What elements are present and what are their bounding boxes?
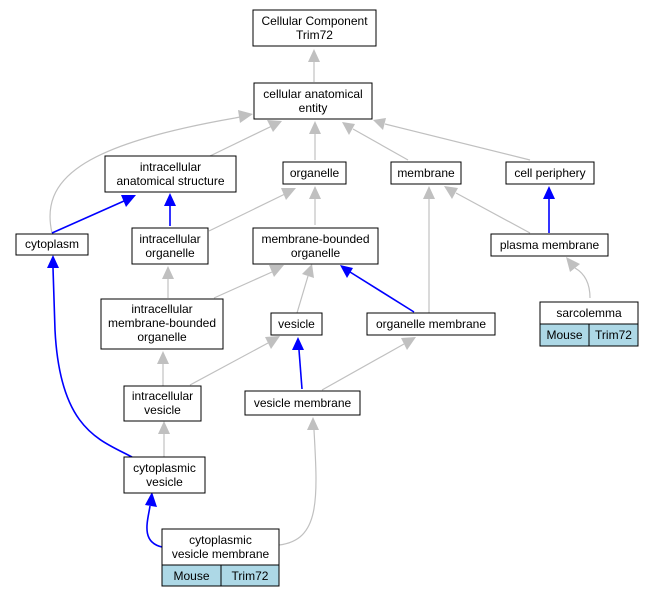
node-organelle[interactable]: organelle bbox=[282, 161, 347, 185]
node-label-line2: organelle bbox=[291, 246, 341, 260]
arrow-organelle-from-intracellorg bbox=[281, 188, 296, 200]
edge-sarcolemma-to-plasmamembrane bbox=[574, 267, 591, 299]
annotation-gene: Trim72 bbox=[232, 569, 269, 583]
edge-cytoplasm-to-cae bbox=[49, 116, 241, 234]
node-label-line1: cellular anatomical bbox=[263, 87, 362, 101]
node-intracellular-organelle[interactable]: intracellular organelle bbox=[131, 227, 209, 265]
annotation-cell-gene bbox=[588, 323, 639, 347]
edge-cytoplasm-to-ias[interactable] bbox=[51, 200, 125, 234]
edges bbox=[47, 49, 591, 548]
node-label: plasma membrane bbox=[500, 238, 600, 252]
node-label: membrane bbox=[397, 166, 455, 180]
node-label-line1: intracellular bbox=[140, 160, 201, 174]
arrow-cae-from-membrane bbox=[342, 122, 355, 135]
node-label: sarcolemma bbox=[556, 306, 622, 320]
node-vesicle[interactable]: vesicle bbox=[270, 312, 323, 336]
node-intracellular-anatomical-structure[interactable]: intracellular anatomical structure bbox=[104, 155, 237, 193]
annotation-organism: Mouse bbox=[546, 328, 582, 342]
node-label: cytoplasm bbox=[25, 237, 79, 251]
node-membrane-bounded-organelle[interactable]: membrane-bounded organelle bbox=[252, 227, 379, 265]
edge-cvm-to-vesiclemembrane bbox=[278, 429, 317, 546]
edge-orgmembrane-to-mbo[interactable] bbox=[349, 271, 415, 313]
arrow-mbo-from-orgmembrane bbox=[340, 265, 353, 278]
arrow-imbo-from-intravesicle bbox=[157, 351, 169, 364]
node-label: organelle membrane bbox=[376, 317, 486, 331]
node-label-line2: vesicle membrane bbox=[172, 547, 270, 561]
node-cellular-anatomical-entity[interactable]: cellular anatomical entity bbox=[253, 82, 373, 120]
node-label-line2: anatomical structure bbox=[116, 174, 224, 188]
arrow-cytovesicle-from-cvm bbox=[145, 492, 157, 507]
edge-intracellorg-to-organelle bbox=[208, 193, 286, 232]
edge-ias-to-cae bbox=[209, 125, 273, 157]
node-label: cell periphery bbox=[514, 166, 585, 180]
arrow-orgmembrane-from-vesiclemembrane bbox=[401, 337, 416, 350]
node-label-line2: vesicle bbox=[144, 403, 181, 417]
arrow-membrane-from-plasmamembrane bbox=[444, 186, 458, 199]
edge-membrane-to-cae bbox=[352, 128, 409, 161]
node-label-line1: membrane-bounded bbox=[261, 232, 369, 246]
node-cell-periphery[interactable]: cell periphery bbox=[505, 161, 595, 185]
arrow-cellperiphery-from-plasmamembrane bbox=[543, 186, 555, 199]
node-intracellular-membrane-bounded-organelle[interactable]: intracellular membrane-bounded organelle bbox=[100, 298, 224, 350]
node-label-line2: entity bbox=[299, 101, 328, 115]
annotation-organism: Mouse bbox=[173, 569, 209, 583]
arrow-mbo-from-imbo bbox=[269, 265, 284, 277]
node-vesicle-membrane[interactable]: vesicle membrane bbox=[244, 390, 361, 416]
node-label-line2: membrane-bounded bbox=[108, 316, 216, 330]
edge-cvm-to-cytovesicle[interactable] bbox=[146, 505, 163, 548]
edge-vesiclemembrane-to-orgmembrane bbox=[321, 343, 405, 391]
node-label: vesicle bbox=[278, 317, 315, 331]
node-label-line1: intracellular bbox=[131, 302, 192, 316]
edge-plasmamembrane-to-membrane bbox=[455, 192, 531, 234]
edge-cytovesicle-to-cytoplasm[interactable] bbox=[52, 267, 133, 458]
arrow-intravesicle-from-cytovesicle bbox=[158, 421, 170, 434]
arrow-ias-from-cytoplasm bbox=[121, 195, 136, 207]
node-label-line1: Cellular Component bbox=[261, 14, 368, 28]
node-label-line1: intracellular bbox=[132, 389, 193, 403]
node-cytoplasmic-vesicle[interactable]: cytoplasmic vesicle bbox=[123, 456, 206, 494]
node-plasma-membrane[interactable]: plasma membrane bbox=[490, 233, 609, 257]
annotation-gene: Trim72 bbox=[595, 328, 632, 342]
node-label: vesicle membrane bbox=[254, 396, 352, 410]
edge-cellperiphery-to-cae bbox=[384, 123, 531, 161]
node-label-line2: Trim72 bbox=[296, 28, 333, 42]
node-cytoplasmic-vesicle-membrane[interactable]: cytoplasmic vesicle membrane Mouse Trim7… bbox=[161, 528, 280, 587]
node-cytoplasm[interactable]: cytoplasm bbox=[15, 233, 89, 256]
node-label-line1: cytoplasmic bbox=[133, 461, 196, 475]
node-membrane[interactable]: membrane bbox=[390, 161, 462, 185]
node-sarcolemma[interactable]: sarcolemma Mouse Trim72 bbox=[539, 301, 639, 347]
arrow-ias-from-intracellorg bbox=[164, 193, 176, 206]
arrow-intracellorg-from-imbo bbox=[162, 266, 174, 279]
arrow-cae-from-cytoplasm bbox=[238, 110, 253, 123]
node-label: organelle bbox=[290, 166, 340, 180]
arrow-cae-from-organelle bbox=[309, 121, 321, 134]
node-label-line2: organelle bbox=[145, 246, 195, 260]
arrow-mbo-from-vesicle bbox=[302, 264, 314, 278]
arrow-plasmamembrane-from-sarcolemma bbox=[566, 257, 580, 272]
arrow-cae-from-cellperiphery bbox=[373, 118, 386, 130]
edge-vesicle-to-mbo bbox=[296, 275, 309, 314]
arrow-vesicle-from-vesiclemembrane bbox=[292, 337, 304, 350]
arrow-vesicle-from-intravesicle bbox=[265, 336, 280, 349]
edge-imbo-to-mbo bbox=[213, 271, 273, 299]
arrow-root bbox=[308, 49, 320, 62]
node-label-line1: intracellular bbox=[139, 232, 200, 246]
node-label-line1: cytoplasmic bbox=[189, 533, 252, 547]
node-label-line2: vesicle bbox=[146, 475, 183, 489]
arrow-membrane-from-orgmembrane bbox=[423, 186, 435, 199]
node-organelle-membrane[interactable]: organelle membrane bbox=[366, 312, 496, 336]
edge-vesiclemembrane-to-vesicle[interactable] bbox=[298, 349, 303, 390]
node-label-line3: organelle bbox=[137, 330, 187, 344]
arrow-cae-from-ias bbox=[267, 120, 282, 132]
arrow-organelle-from-mbo bbox=[309, 186, 321, 199]
edge-intravesicle-to-vesicle bbox=[189, 342, 269, 386]
annotation-cell-gene bbox=[220, 564, 280, 587]
node-cellular-component[interactable]: Cellular Component Trim72 bbox=[252, 9, 377, 47]
arrow-cytoplasm-from-cytovesicle bbox=[47, 255, 59, 268]
node-intracellular-vesicle[interactable]: intracellular vesicle bbox=[123, 385, 202, 422]
arrow-vesiclemembrane-from-cvm bbox=[307, 417, 319, 430]
